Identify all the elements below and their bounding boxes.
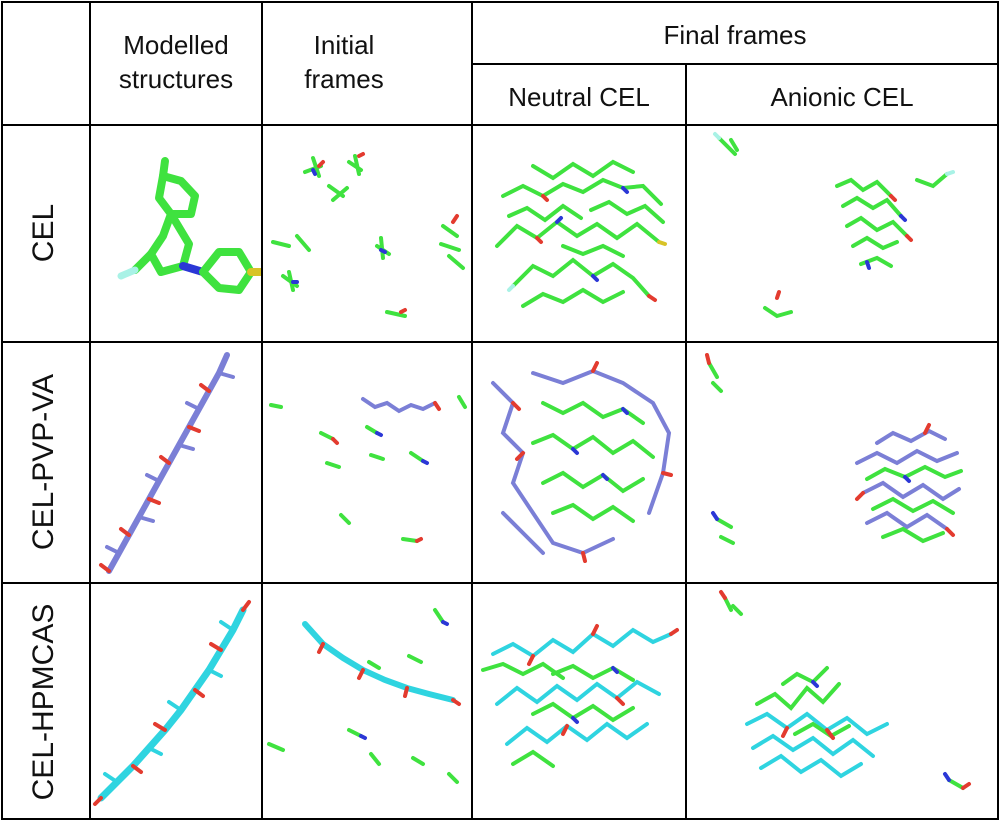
cel-neutral-final-frame <box>473 126 685 341</box>
cel-neutral-image <box>495 159 667 308</box>
pvp-va-initial-image <box>269 395 467 543</box>
header-anionic-cel: Anionic CEL <box>770 82 914 112</box>
header-modelled-line2: structures <box>118 64 234 94</box>
row-label-cel-pvp-va: CEL-PVP-VA <box>27 373 60 551</box>
hpmcas-initial-image <box>267 608 461 784</box>
header-initial-frames: Initial frames <box>264 28 424 96</box>
header-initial-line1: Initial <box>313 30 375 60</box>
cel-hpmcas-anionic-final-frame <box>687 584 997 818</box>
cel-anionic-image <box>713 132 955 319</box>
header-final-frames: Final frames <box>663 20 807 50</box>
pvp-va-anionic-image <box>705 353 963 545</box>
header-neutral-cel: Neutral CEL <box>508 82 650 112</box>
cel-modelled-structure <box>91 126 261 341</box>
hpmcas-anionic-image <box>719 590 971 790</box>
row-label-cel: CEL <box>27 203 60 263</box>
row-label-cel-hpmcas: CEL-HPMCAS <box>27 603 60 801</box>
cel-hpmcas-initial-frame <box>263 584 471 818</box>
pvp-va-neutral-image <box>491 361 673 563</box>
pvp-va-chain-image <box>99 352 235 574</box>
header-modelled-structures: Modelled structures <box>92 28 260 96</box>
cel-pvp-va-modelled-structure <box>91 343 261 582</box>
cel-hpmcas-modelled-structure <box>91 584 261 818</box>
header-initial-line2: frames <box>304 64 384 94</box>
cel-pvp-va-anionic-final-frame <box>687 343 997 582</box>
cel-pvp-va-initial-frame <box>263 343 471 582</box>
hpmcas-chain-image <box>93 600 251 806</box>
cel-molecule-image <box>117 157 261 294</box>
header-modelled-line1: Modelled <box>123 30 229 60</box>
cel-pvp-va-neutral-final-frame <box>473 343 685 582</box>
cel-initial-frame-image <box>271 152 465 318</box>
cel-anionic-final-frame <box>687 126 997 341</box>
cel-initial-frame <box>263 126 471 341</box>
hpmcas-neutral-image <box>481 624 679 768</box>
cel-hpmcas-neutral-final-frame <box>473 584 685 818</box>
